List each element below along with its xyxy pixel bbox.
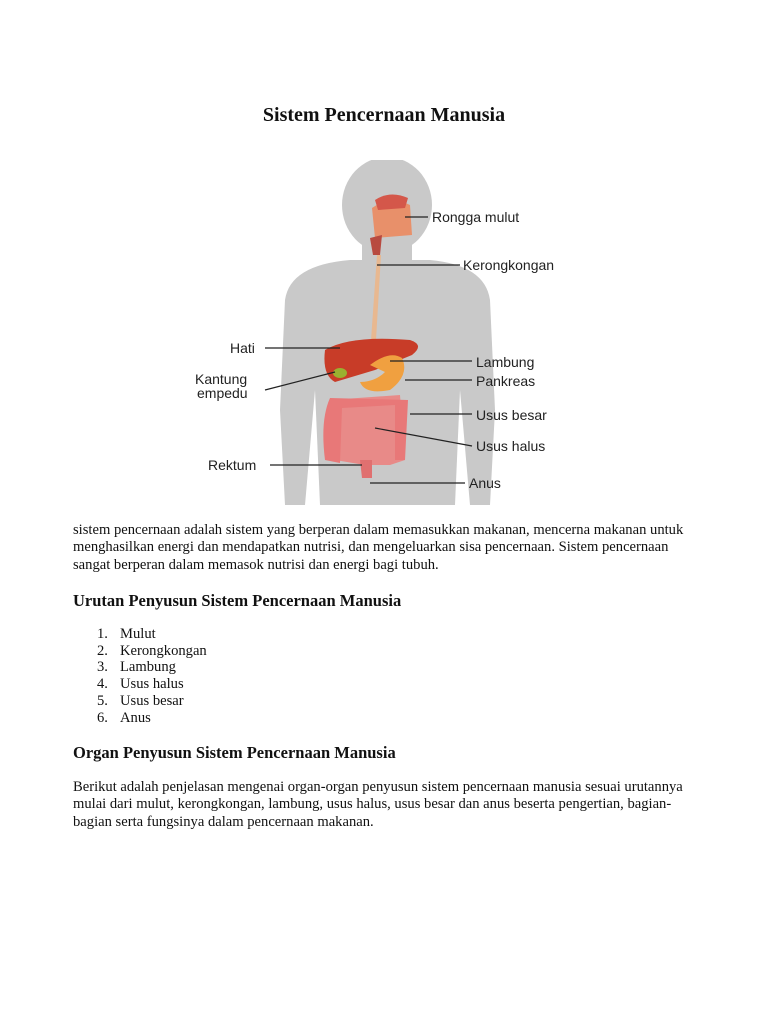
leader-lines [264,216,473,484]
list-item: 4.Usus halus [97,676,184,693]
label-lambung: Lambung [476,354,534,370]
label-rektum: Rektum [208,457,256,473]
label-kantung: Kantung [195,371,247,387]
label-hati: Hati [230,340,255,356]
section-heading-urutan: Urutan Penyusun Sistem Pencernaan Manusi… [73,591,402,610]
list-item: 6.Anus [97,709,151,726]
label-kerongkongan: Kerongkongan [463,257,554,273]
list-item: 1.Mulut [97,626,156,642]
organs [323,194,419,478]
label-anus: Anus [469,475,501,491]
label-empedu: empedu [197,385,248,401]
page-title: Sistem Pencernaan Manusia [262,104,506,126]
organ-paragraph: Berikut adalah penjelasan mengenai organ… [73,779,683,830]
list-item: 2.Kerongkongan [97,642,207,659]
label-usus-besar: Usus besar [476,407,547,423]
label-usus-halus: Usus halus [476,438,545,454]
section-heading-organ: Organ Penyusun Sistem Pencernaan Manusia [73,743,396,762]
digestive-system-diagram: Rongga mulut Kerongkongan Hati Kantung e… [195,160,554,505]
list-item: 3.Lambung [97,659,176,676]
list-item: 5.Usus besar [97,692,184,709]
label-rongga-mulut: Rongga mulut [432,209,519,225]
label-pankreas: Pankreas [476,373,535,389]
organ-order-list: 1.Mulut 2.Kerongkongan 3.Lambung 4.Usus … [97,626,207,726]
intro-paragraph: sistem pencernaan adalah sistem yang ber… [73,522,684,573]
